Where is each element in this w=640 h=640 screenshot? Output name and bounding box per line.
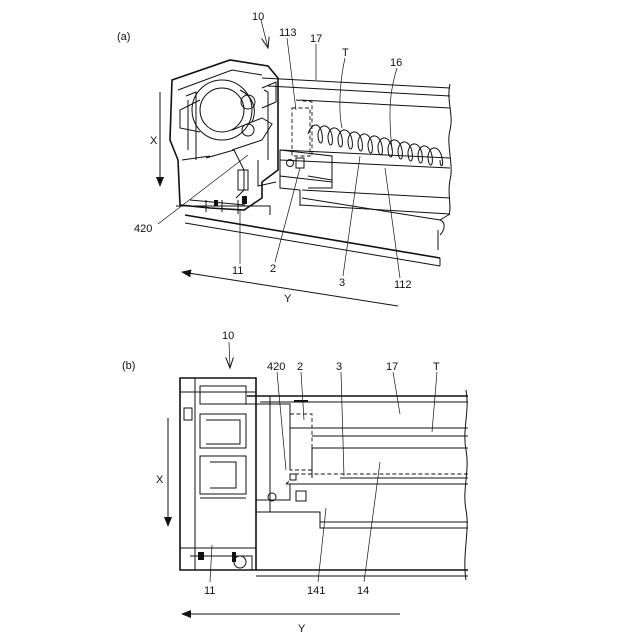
axis-y-label-b: Y bbox=[298, 623, 306, 635]
ref-112-a: 112 bbox=[394, 279, 412, 291]
ref-141-b: 141 bbox=[307, 585, 325, 597]
ref-10-b: 10 bbox=[222, 330, 234, 342]
ref-17-a: 17 bbox=[310, 33, 322, 45]
ref-3-b: 3 bbox=[336, 361, 342, 373]
tension-spring-a bbox=[308, 125, 443, 166]
end-cap-assembly-a bbox=[170, 60, 278, 215]
ref-10-a: 10 bbox=[252, 11, 264, 23]
reference-labels-a: 10 113 17 T 16 420 11 2 3 112 bbox=[134, 11, 412, 291]
end-cap-assembly-b bbox=[180, 378, 290, 570]
axis-x-label-b: X bbox=[156, 474, 164, 486]
rail-body-b bbox=[247, 390, 468, 580]
reference-labels-b: 10 420 2 3 17 T 11 141 14 bbox=[204, 330, 440, 597]
ref-11-b: 11 bbox=[204, 585, 215, 597]
ref-16-a: 16 bbox=[390, 57, 402, 69]
figure-a: (a) bbox=[117, 11, 451, 306]
figure-b: (b) bbox=[122, 330, 468, 635]
axis-y-label-a: Y bbox=[284, 293, 292, 305]
panel-label-a: (a) bbox=[117, 31, 130, 43]
ref-T-b: T bbox=[433, 361, 440, 373]
ref-11-a: 11 bbox=[232, 265, 243, 277]
ref-113-a: 113 bbox=[279, 27, 297, 39]
ref-3-a: 3 bbox=[339, 277, 345, 289]
ref-2-a: 2 bbox=[270, 263, 276, 275]
ref-T-a: T bbox=[342, 47, 349, 59]
rail-body-a bbox=[185, 78, 451, 266]
ref-420-b: 420 bbox=[267, 361, 285, 373]
ref-17-b: 17 bbox=[386, 361, 398, 373]
ref-420-a: 420 bbox=[134, 223, 152, 235]
slider-plate-b bbox=[268, 400, 468, 501]
ref-2-b: 2 bbox=[297, 361, 303, 373]
panel-label-b: (b) bbox=[122, 360, 135, 372]
ref-14-b: 14 bbox=[357, 585, 369, 597]
slider-plate-a bbox=[280, 100, 332, 190]
axis-x-label-a: X bbox=[150, 135, 158, 147]
axis-arrows-b: X Y bbox=[156, 418, 400, 635]
